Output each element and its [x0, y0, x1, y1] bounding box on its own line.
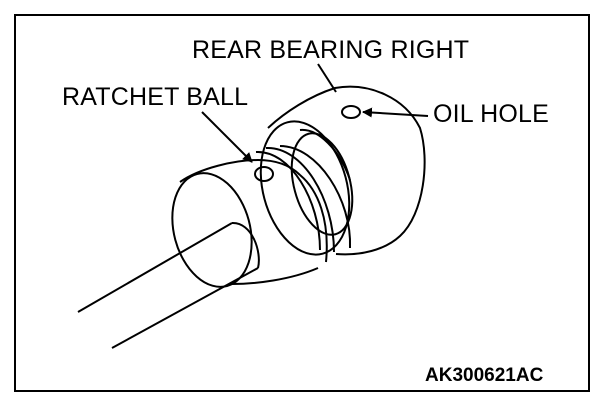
rear-bearing-leader	[317, 63, 337, 93]
rear-bearing-right	[259, 85, 426, 256]
ratchet-ball-leader	[201, 111, 253, 163]
figure-frame	[14, 14, 590, 392]
ratchet-bearing	[171, 145, 352, 288]
shaft	[77, 221, 260, 349]
leader-lines	[201, 63, 429, 163]
ratchet-ball-label: RATCHET BALL	[62, 83, 249, 111]
figure-code: AK300621AC	[425, 365, 544, 386]
rear-bearing-right-label: REAR BEARING RIGHT	[192, 36, 470, 64]
oil-hole-leader	[362, 107, 429, 118]
oil-hole-label: OIL HOLE	[433, 100, 549, 128]
